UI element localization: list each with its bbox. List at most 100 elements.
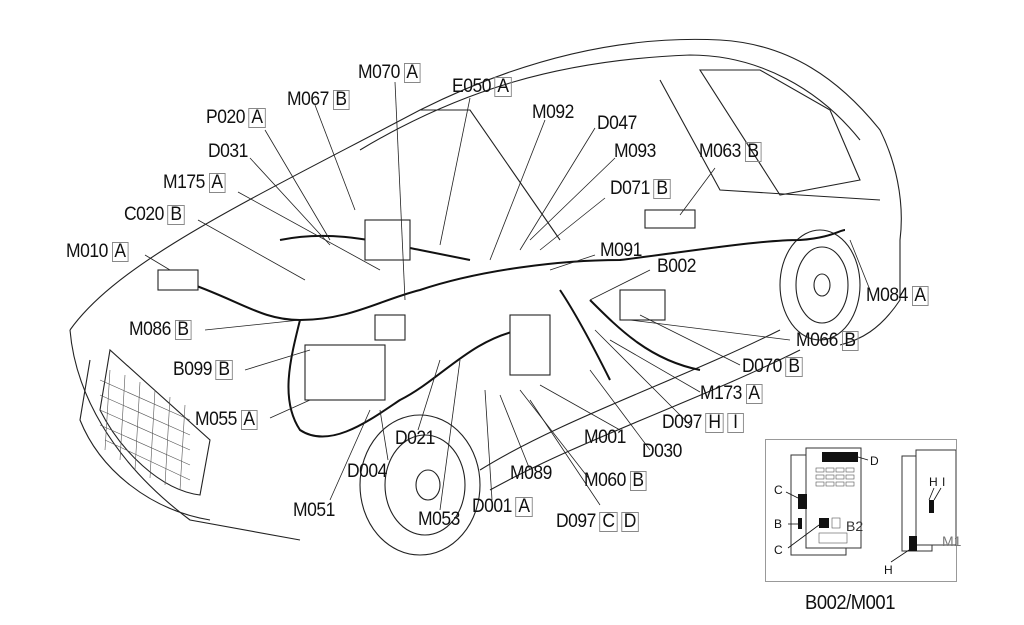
label-b002: B002 [657, 257, 696, 277]
component-code: D030 [642, 441, 682, 462]
component-code: M010 [66, 241, 108, 262]
component-code: M060 [584, 470, 626, 491]
module-b002 [619, 289, 666, 321]
component-code: M092 [532, 102, 574, 123]
connector-tag: I [727, 413, 744, 433]
label-d021: D021 [395, 429, 435, 449]
component-code: D071 [610, 178, 650, 199]
component-code: D070 [742, 356, 782, 377]
callout-i: I [942, 475, 946, 489]
component-code: M067 [287, 89, 329, 110]
label-m093: M093 [614, 142, 656, 162]
connector-tag: A [494, 77, 512, 97]
component-code: M086 [129, 319, 171, 340]
connector-tag: A [515, 497, 533, 517]
module-m010 [157, 269, 199, 291]
component-code: D001 [472, 496, 512, 517]
connector-tag: B [744, 142, 762, 162]
callout-c-upper: C [774, 483, 783, 497]
wiring-harness [179, 229, 846, 438]
panel-label-b2: B2 [846, 518, 864, 534]
connector-tag: C [599, 512, 618, 532]
callout-h-lower: H [884, 563, 893, 577]
module-m063 [644, 209, 696, 229]
component-code: B099 [173, 359, 212, 380]
component-code: M063 [699, 141, 741, 162]
component-code: M089 [510, 463, 552, 484]
component-code: D021 [395, 428, 435, 449]
component-code: M173 [700, 383, 742, 404]
panel-label-m1: M1 [942, 533, 962, 549]
connector-tag: B [167, 205, 185, 225]
connector-tag: A [248, 108, 266, 128]
inset-title: B002/M001 [805, 592, 895, 614]
label-d004: D004 [347, 462, 387, 482]
module-b099 [374, 314, 406, 341]
connector-tag: B [629, 471, 647, 491]
ecu [509, 314, 551, 376]
car-body-outline [69, 38, 902, 556]
component-code: M066 [796, 330, 838, 351]
label-d030: D030 [642, 442, 682, 462]
label-m091: M091 [600, 241, 642, 261]
component-code: C020 [124, 204, 164, 225]
callout-d: D [870, 454, 879, 468]
component-code: D097 [662, 412, 702, 433]
component-code: D097 [556, 511, 596, 532]
connector-tag: A [111, 242, 129, 262]
label-d047: D047 [597, 114, 637, 134]
inset-drawing [785, 447, 957, 563]
inset-detail-panel: D C B C H I H B2 M1 [765, 439, 961, 582]
connector-tag: B [785, 357, 803, 377]
callout-c-lower: C [774, 543, 783, 557]
component-code: E050 [452, 76, 491, 97]
connector-tag: A [240, 410, 258, 430]
component-code: M053 [418, 509, 460, 530]
connector-tag: B [174, 320, 192, 340]
connector-tag: H [705, 413, 724, 433]
component-code: M055 [195, 409, 237, 430]
connector-tag: B [841, 331, 859, 351]
connector-tag: A [745, 384, 763, 404]
component-code: M084 [866, 285, 908, 306]
component-code: M093 [614, 141, 656, 162]
label-m092: M092 [532, 103, 574, 123]
grille [99, 369, 191, 491]
component-code: P020 [206, 107, 245, 128]
callout-h-upper: H [929, 475, 938, 489]
component-code: M051 [293, 500, 335, 521]
label-m089: M089 [510, 464, 552, 484]
connector-tag: B [215, 360, 233, 380]
component-code: D031 [208, 141, 248, 162]
battery [304, 344, 386, 401]
label-m001: M001 [584, 428, 626, 448]
connector-tag: B [653, 179, 671, 199]
components [157, 209, 696, 401]
callout-b: B [774, 517, 783, 531]
component-code: M070 [358, 62, 400, 83]
label-d031: D031 [208, 142, 248, 162]
leader-lines [144, 81, 871, 511]
label-m051: M051 [293, 501, 335, 521]
component-code: B002 [657, 256, 696, 277]
connector-tag: D [621, 512, 639, 532]
component-code: M001 [584, 427, 626, 448]
